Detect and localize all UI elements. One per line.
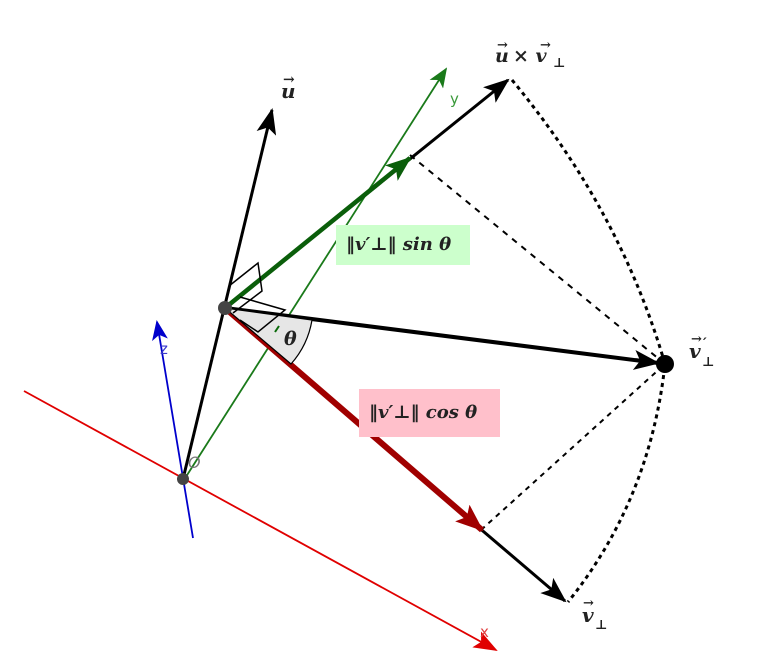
sin-component-arrow xyxy=(223,156,412,310)
vector-u-label-cross: u xyxy=(495,45,509,67)
x-axis-label: x xyxy=(480,623,489,641)
vector-u-cross-arrow: → xyxy=(497,38,508,53)
vector-u-arrow-glyph: → xyxy=(283,72,295,88)
cos-label-text: ‖v′⊥‖ cos θ xyxy=(369,402,477,423)
projection-dashed-lower xyxy=(480,363,666,531)
vector-u xyxy=(181,108,277,480)
vector-u-label: u xyxy=(281,79,296,103)
pivot-point xyxy=(218,301,232,315)
vector-u-cross-perp-sub: ⊥ xyxy=(553,56,565,71)
v-perp-rotated-sub: ⊥ xyxy=(702,355,714,370)
v-perp-label: v xyxy=(582,603,594,627)
v-perp-rotated-arrow: → xyxy=(691,332,702,347)
theta-angle-wedge xyxy=(223,307,313,365)
origin-point xyxy=(177,473,189,485)
v-perp-rotated-label: v xyxy=(689,339,701,363)
v-perp-sub: ⊥ xyxy=(595,618,607,633)
y-axis-label: y xyxy=(450,90,459,108)
theta-label: θ xyxy=(284,328,297,350)
sin-label-box xyxy=(336,225,470,265)
v-perp-rotated-prime: ′ xyxy=(703,336,707,352)
vector-u-cross-vperp-label: × v xyxy=(513,45,548,67)
vector-v-perp xyxy=(469,518,567,603)
z-axis xyxy=(152,320,194,539)
right-angle-mark-lower xyxy=(239,296,287,333)
right-angle-mark-upper xyxy=(228,261,263,314)
vector-u-cross-v-arrow: → xyxy=(540,38,551,53)
vector-v-perp-rotated xyxy=(224,306,660,370)
v-perp-arrow: → xyxy=(583,596,594,611)
sin-label-text: ‖v′⊥‖ sin θ xyxy=(346,234,451,255)
x-axis xyxy=(23,390,498,651)
rotation-arc xyxy=(510,79,667,603)
cos-label-box xyxy=(359,389,500,437)
theta-tick xyxy=(274,325,280,333)
origin-label: O xyxy=(188,453,201,472)
y-axis xyxy=(181,67,448,484)
v-perp-rotated-point xyxy=(656,355,674,373)
z-axis-label: z xyxy=(160,340,168,358)
